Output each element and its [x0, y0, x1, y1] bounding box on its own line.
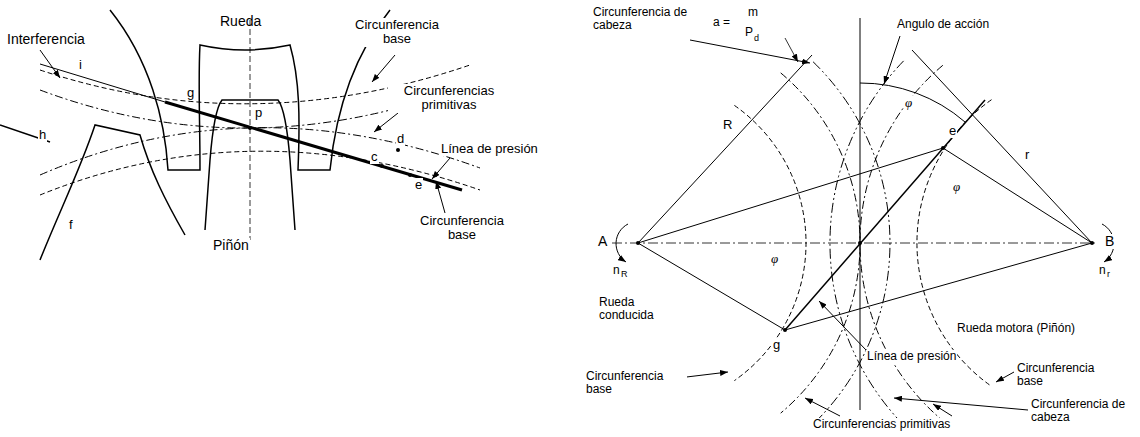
radius-line	[785, 243, 1092, 330]
point	[783, 328, 787, 332]
point-letter: c	[370, 150, 379, 164]
point-letter: f	[68, 218, 74, 232]
pinion-pitch-circle	[860, 65, 943, 420]
point-letter: e	[948, 124, 957, 138]
part-name: Rueda	[220, 14, 261, 29]
point-letter: i	[78, 58, 83, 72]
speed-symbol: R	[620, 270, 629, 280]
part-name: Línea de presión	[440, 142, 539, 156]
part-name: Rueda conducida	[598, 296, 680, 322]
formula-text: a =	[712, 16, 731, 29]
pinion-addendum-circle	[830, 61, 904, 425]
leader-line	[819, 301, 866, 350]
point	[380, 164, 384, 168]
point-letter: e	[414, 178, 423, 192]
leader-line	[894, 398, 1028, 410]
pressure-line	[785, 100, 985, 330]
point	[408, 173, 412, 177]
point-letter: g	[186, 86, 195, 100]
leader-line	[996, 372, 1014, 382]
point	[858, 241, 862, 245]
angle-symbol: φ	[770, 252, 779, 266]
rotation-arrow	[616, 224, 628, 262]
wheel-base-circle	[734, 105, 806, 380]
part-name: Circunferencia base	[1016, 362, 1118, 388]
angle-symbol: φ	[952, 180, 961, 194]
pinion-tooth-interference	[40, 125, 185, 260]
part-name: Circunferencia de cabeza	[1030, 398, 1132, 424]
point	[396, 148, 400, 152]
part-name: Circunferencias primitivas	[812, 418, 951, 431]
part-name: Línea de presión	[866, 350, 957, 363]
pressure-line-extension	[40, 64, 165, 102]
point-letter: g	[772, 338, 781, 352]
leader-line	[374, 113, 398, 132]
pinion-base-circle	[917, 100, 992, 387]
wheel-addendum-circle	[813, 62, 890, 424]
angle-symbol: φ	[904, 96, 913, 110]
leader-line	[884, 36, 900, 84]
part-name: Angulo de acción	[896, 18, 990, 31]
speed-symbol: r	[1106, 270, 1111, 280]
leader-line	[372, 55, 395, 82]
leader-line	[432, 158, 450, 179]
part-name: Interferencia	[6, 32, 86, 47]
center-line	[612, 243, 1098, 244]
radius-line	[943, 148, 1092, 243]
centre-points	[636, 146, 1094, 332]
part-name: Rueda motora (Piñón)	[956, 322, 1076, 335]
point	[1090, 241, 1094, 245]
point-letter: p	[254, 106, 263, 120]
leader-line	[690, 40, 810, 63]
radius-line	[912, 50, 1092, 243]
formula-text: d	[753, 34, 760, 44]
pressure-line	[165, 102, 462, 190]
point	[248, 126, 252, 130]
pinion-base-circle	[40, 151, 480, 195]
point-letter: B	[1104, 234, 1115, 249]
leader-line	[933, 404, 952, 416]
radius-line	[638, 55, 812, 243]
part-name: Circunferencias primitivas	[388, 84, 510, 113]
radius-line	[638, 148, 943, 243]
part-name: Circunferencia base	[405, 214, 519, 243]
wheel-pitch-circle	[781, 73, 860, 413]
leader-line	[805, 398, 840, 416]
vertical-line	[860, 18, 861, 410]
point-letter: h	[38, 128, 47, 142]
part-name: Circunferencia base	[585, 370, 687, 396]
part-name: Circunferencia base	[340, 18, 454, 47]
dimension-letter: R	[722, 118, 733, 132]
wheel-tooth-tip	[0, 125, 50, 142]
leader-line	[436, 181, 445, 213]
leader-line	[40, 50, 60, 78]
point	[636, 241, 640, 245]
part-name: Piñón	[212, 238, 250, 253]
dimension-letter: r	[1024, 148, 1030, 162]
contact-points	[248, 126, 412, 177]
formula-text: m	[747, 6, 759, 19]
point-letter: A	[597, 234, 608, 249]
point	[941, 146, 945, 150]
part-name: Circunferencia de cabeza	[592, 6, 694, 32]
point-letter: d	[396, 132, 405, 146]
angle-arc	[860, 83, 965, 122]
